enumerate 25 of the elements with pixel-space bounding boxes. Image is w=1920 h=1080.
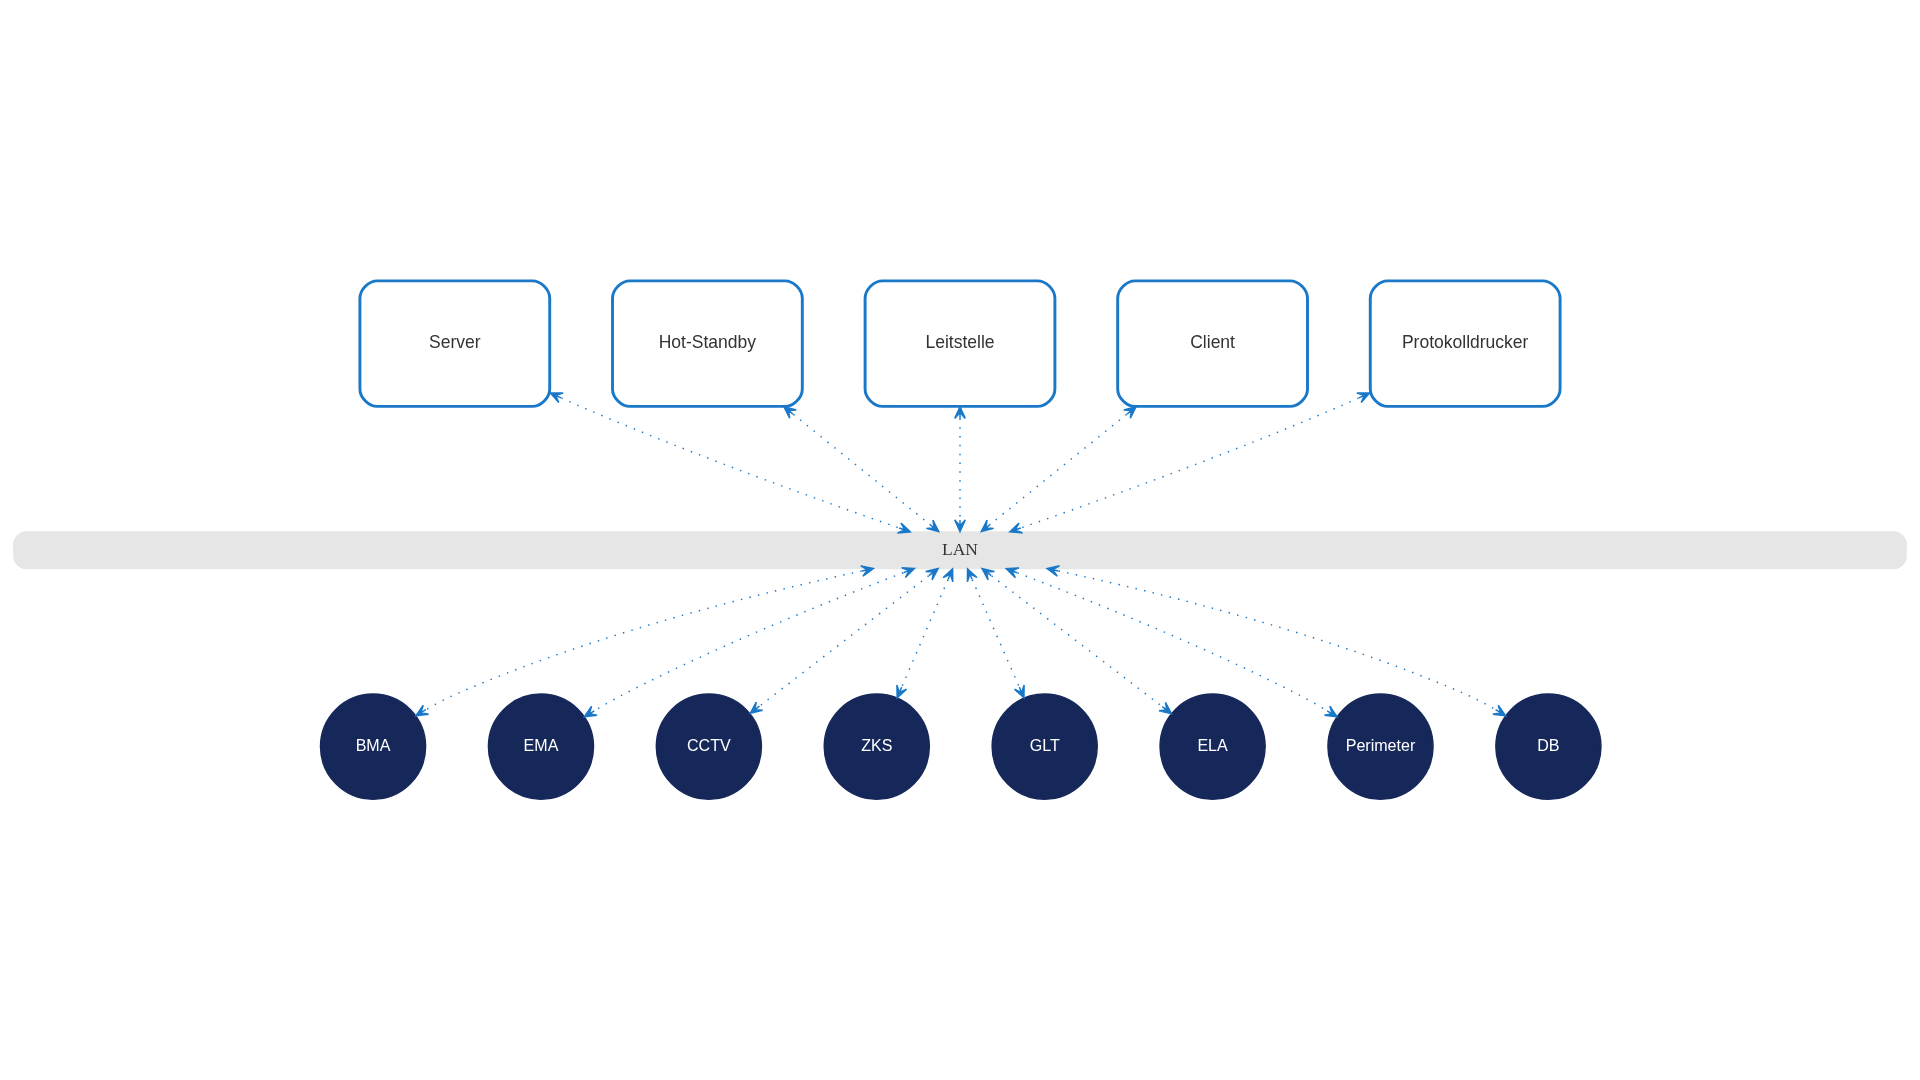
node-circle: GLT (991, 693, 1098, 800)
arrow (980, 406, 1137, 533)
arrow (583, 567, 916, 718)
arrow (415, 565, 875, 717)
node-circle: ZKS (823, 693, 931, 800)
node-box: Client (1116, 279, 1309, 408)
arrow (549, 392, 911, 534)
node-box: Leitstelle (863, 279, 1057, 408)
arrow (954, 406, 966, 533)
arrow (966, 568, 1025, 699)
arrow (783, 406, 940, 533)
node-box: Protokolldrucker (1368, 279, 1562, 408)
node-circle: Perimeter (1327, 693, 1434, 800)
node-box: Server (358, 279, 552, 408)
arrow (896, 568, 954, 699)
arrow (1046, 565, 1507, 717)
arrow (749, 567, 939, 714)
node-circle: BMA (319, 693, 427, 800)
node-box: Hot-Standby (611, 279, 804, 408)
arrow (1005, 567, 1338, 718)
node-circle: EMA (487, 693, 595, 800)
node-box: LAN (13, 531, 1907, 570)
node-circle: DB (1495, 693, 1602, 800)
arrow (1009, 392, 1371, 534)
arrow (981, 567, 1173, 715)
